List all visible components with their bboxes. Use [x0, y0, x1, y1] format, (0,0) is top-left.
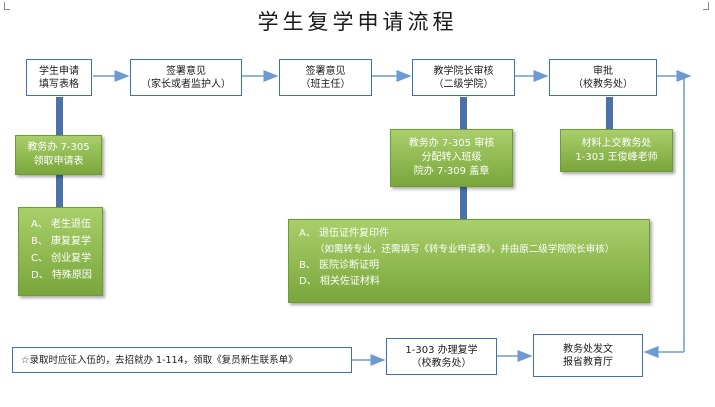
step-dean-review-box: 教学院长审核 （二级学院）	[412, 59, 515, 96]
collect-form-note: 教务办 7-305 领取申请表	[15, 135, 102, 175]
attachment-item: D、 相关佐证材料	[299, 276, 380, 287]
step-approval-box: 审批 （校教务处）	[549, 59, 657, 96]
step-apply-line2: 填写表格	[39, 78, 79, 90]
register-box: 1-303 办理复学 （校教务处）	[386, 338, 497, 375]
reasons-list: A、 老生退伍 B、 康复复学 C、 创业复学 D、 特殊原因	[18, 207, 103, 296]
college-review-line: 分配转入班级	[421, 152, 482, 163]
connector-bar	[56, 175, 63, 207]
issue-line2: 报省教育厅	[563, 356, 613, 368]
college-review-note: 教务办 7-305 审核 分配转入班级 院办 7-309 盖章	[390, 129, 513, 187]
issue-line1: 教务处发文	[563, 343, 613, 355]
connector-bar	[606, 97, 613, 129]
step-apply-box: 学生申请 填写表格	[26, 59, 92, 96]
enlist-note-box: ☆录取时应征入伍的，去招就办 1-114，领取《复员新生联系单》	[12, 347, 352, 373]
step-apply-line1: 学生申请	[39, 65, 79, 77]
register-line2: （校教务处）	[411, 357, 472, 369]
corner-mark	[703, 2, 709, 10]
step-dean-review-line2: （二级学院）	[433, 78, 494, 90]
connector-bar	[460, 97, 467, 129]
collect-form-line1: 教务办 7-305	[27, 142, 90, 153]
step-approval-line1: 审批	[593, 65, 613, 77]
collect-form-line2: 领取申请表	[33, 156, 84, 167]
step-teacher-sign-box: 签署意见 （班主任）	[279, 59, 372, 96]
reason-item: C、 创业复学	[31, 253, 92, 264]
reason-item: A、 老生退伍	[31, 219, 92, 230]
connector-bar	[56, 97, 63, 135]
enlist-note-text: ☆录取时应征入伍的，去招就办 1-114，领取《复员新生联系单》	[21, 354, 298, 366]
submit-materials-note: 材料上交教务处 1-303 王俊峰老师	[560, 129, 673, 172]
step-dean-review-line1: 教学院长审核	[433, 65, 494, 77]
page-title: 学生复学申请流程	[257, 10, 458, 34]
attachment-item: A、 退伍证件复印件	[299, 228, 390, 239]
step-teacher-sign-line2: （班主任）	[300, 78, 351, 90]
step-teacher-sign-line1: 签署意见	[305, 65, 346, 77]
attachment-item: B、 医院诊断证明	[299, 260, 380, 271]
step-parent-sign-box: 签署意见 （家长或者监护人）	[130, 59, 242, 96]
step-parent-sign-line1: 签署意见	[166, 65, 206, 77]
step-parent-sign-line2: （家长或者监护人）	[141, 78, 231, 90]
college-review-line: 教务办 7-305 审核	[408, 138, 495, 149]
corner-mark	[4, 2, 10, 10]
reason-item: D、 特殊原因	[31, 270, 92, 281]
issue-box: 教务处发文 报省教育厅	[533, 334, 643, 377]
connector-bar	[460, 187, 467, 219]
attachment-note: （如需转专业，还需填写《转专业申请表》，并由原二级学院院长审核）	[315, 244, 615, 255]
college-review-line: 院办 7-309 盖章	[413, 166, 490, 177]
submit-materials-line: 材料上交教务处	[581, 137, 652, 149]
step-approval-line2: （校教务处）	[573, 78, 633, 90]
reason-item: B、 康复复学	[31, 236, 92, 247]
register-line1: 1-303 办理复学	[405, 344, 478, 356]
attachments-list: A、 退伍证件复印件 （如需转专业，还需填写《转专业申请表》，并由原二级学院院长…	[288, 219, 650, 303]
submit-materials-line: 1-303 王俊峰老师	[575, 151, 658, 163]
